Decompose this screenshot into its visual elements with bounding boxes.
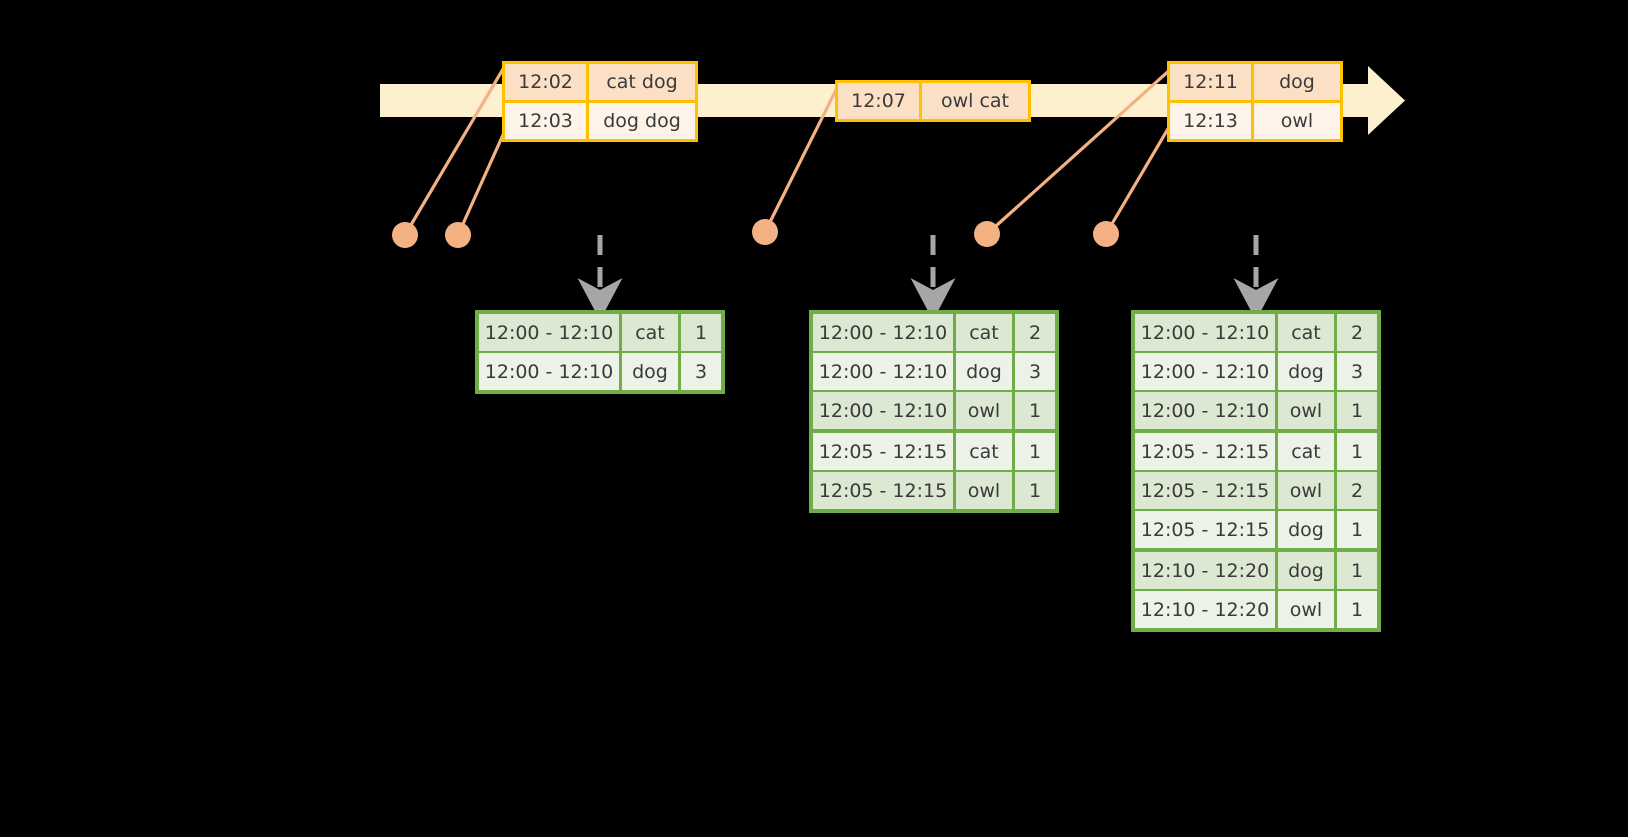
cell-word: cat (956, 314, 1012, 351)
event-words: dog dog (603, 110, 681, 132)
cell-window: 12:00 - 12:10 (813, 353, 953, 390)
cell-window: 12:00 - 12:10 (813, 314, 953, 351)
cell-count: 1 (1337, 511, 1377, 548)
cell-window: 12:10 - 12:20 (1135, 552, 1275, 589)
event-dot-3 (752, 219, 778, 245)
event-row[interactable]: 12:07 owl cat (838, 83, 1028, 119)
event-words: cat dog (606, 71, 678, 93)
event-dot-1 (392, 222, 418, 248)
event-time: 12:03 (505, 103, 589, 139)
cell-count: 2 (1337, 314, 1377, 351)
cell-count: 1 (1015, 472, 1055, 509)
cell-word: dog (1278, 552, 1334, 589)
event-dots (392, 219, 1119, 248)
cell-window: 12:10 - 12:20 (1135, 591, 1275, 628)
event-time: 12:02 (505, 64, 589, 100)
cell-word: dog (1278, 511, 1334, 548)
event-dot-5 (1093, 221, 1119, 247)
cell-window: 12:05 - 12:15 (1135, 433, 1275, 470)
event-words: owl cat (940, 90, 1010, 112)
connector-3 (763, 81, 842, 233)
cell-window: 12:05 - 12:15 (1135, 472, 1275, 509)
event-time: 12:13 (1170, 103, 1254, 139)
event-words: owl (1280, 110, 1314, 132)
cell-word: cat (622, 314, 678, 351)
connector-5 (1104, 121, 1174, 235)
event-dot-2 (445, 222, 471, 248)
event-row[interactable]: 12:13 owl (1170, 100, 1340, 139)
cell-count: 1 (1337, 392, 1377, 429)
cell-word: cat (1278, 314, 1334, 351)
cell-word: owl (1278, 392, 1334, 429)
cell-word: owl (956, 472, 1012, 509)
connector-2 (456, 125, 509, 236)
cell-word: cat (956, 433, 1012, 470)
cell-count: 1 (681, 314, 721, 351)
event-time: 12:07 (838, 83, 922, 119)
cell-count: 3 (1015, 353, 1055, 390)
cell-window: 12:00 - 12:10 (1135, 392, 1275, 429)
cell-count: 1 (1337, 552, 1377, 589)
cell-window: 12:00 - 12:10 (813, 392, 953, 429)
cell-count: 1 (1015, 433, 1055, 470)
cell-word: dog (622, 353, 678, 390)
cell-word: owl (1278, 472, 1334, 509)
cell-window: 12:05 - 12:15 (813, 472, 953, 509)
cell-word: dog (956, 353, 1012, 390)
cell-word: owl (956, 392, 1012, 429)
cell-count: 2 (1015, 314, 1055, 351)
event-box-1[interactable]: 12:02 cat dog 12:03 dog dog (502, 61, 698, 142)
emit-arrows (577, 235, 1279, 321)
event-row[interactable]: 12:11 dog (1170, 64, 1340, 100)
event-box-3[interactable]: 12:11 dog 12:13 owl (1167, 61, 1343, 142)
event-time: 12:11 (1170, 64, 1254, 100)
cell-count: 1 (1337, 591, 1377, 628)
event-dot-4 (974, 221, 1000, 247)
cell-window: 12:05 - 12:15 (813, 433, 953, 470)
cell-count: 3 (1337, 353, 1377, 390)
connector-1 (403, 63, 508, 236)
cell-window: 12:00 - 12:10 (479, 314, 619, 351)
cell-count: 1 (1015, 392, 1055, 429)
cell-count: 3 (681, 353, 721, 390)
cell-count: 1 (1337, 433, 1377, 470)
cell-word: owl (1278, 591, 1334, 628)
event-row[interactable]: 12:02 cat dog (505, 64, 695, 100)
event-words: dog (1279, 71, 1315, 93)
cell-word: cat (1278, 433, 1334, 470)
cell-word: dog (1278, 353, 1334, 390)
event-row[interactable]: 12:03 dog dog (505, 100, 695, 139)
cell-window: 12:00 - 12:10 (479, 353, 619, 390)
event-box-2[interactable]: 12:07 owl cat (835, 80, 1031, 122)
cell-count: 2 (1337, 472, 1377, 509)
cell-window: 12:00 - 12:10 (1135, 314, 1275, 351)
cell-window: 12:00 - 12:10 (1135, 353, 1275, 390)
cell-window: 12:05 - 12:15 (1135, 511, 1275, 548)
